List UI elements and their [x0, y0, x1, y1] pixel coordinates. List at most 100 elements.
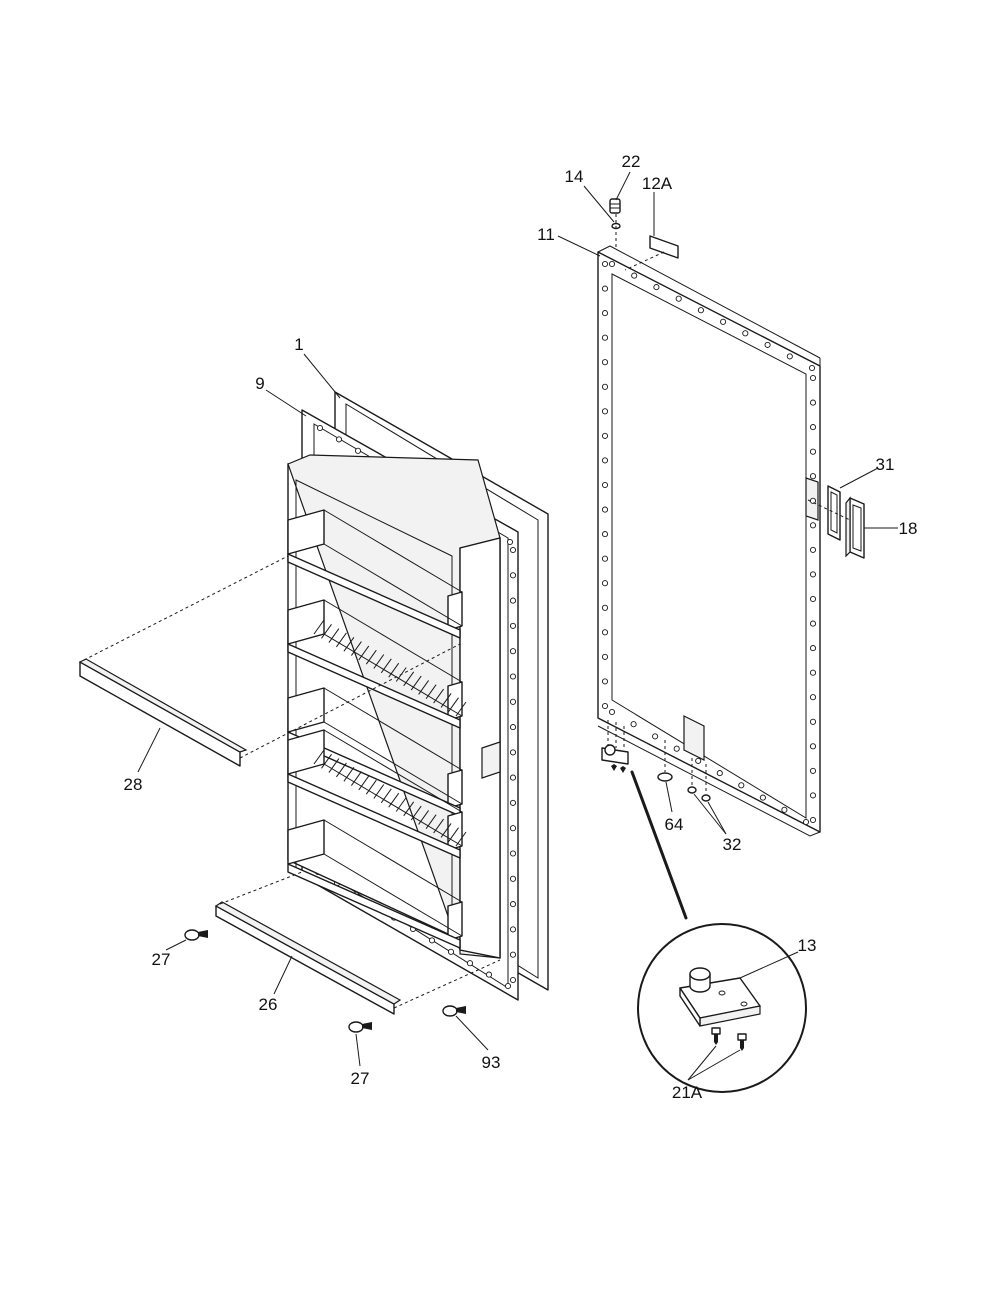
grommet — [657, 740, 673, 782]
door-shelf — [287, 819, 463, 949]
callout-21a: 21A — [672, 1083, 703, 1102]
panel-hole — [601, 702, 609, 710]
liner-hole — [509, 799, 517, 806]
panel-hole — [601, 285, 609, 292]
panel-hole — [601, 604, 609, 611]
door-shelves — [287, 509, 467, 949]
panel-hole — [608, 708, 616, 716]
liner-hole — [509, 875, 517, 882]
panel-hole — [608, 260, 616, 268]
panel-hole — [601, 260, 609, 268]
panel-hole — [781, 806, 788, 813]
panel-hole — [716, 770, 723, 777]
panel-hole — [809, 694, 817, 701]
liner-hole — [506, 538, 514, 546]
panel-hole — [738, 782, 745, 789]
callout-14: 14 — [565, 167, 584, 186]
panel-hole — [601, 432, 609, 439]
liner-hole — [447, 948, 455, 955]
shelf-rail-lower — [214, 871, 501, 1015]
hinge-pin-assembly — [609, 198, 621, 250]
handle-trim — [827, 485, 841, 541]
door-shelf — [287, 729, 467, 859]
screw-93 — [442, 1005, 466, 1017]
panel-hole — [601, 531, 609, 538]
liner-hole — [509, 546, 517, 554]
panel-hole — [673, 745, 680, 752]
liner-hole — [509, 774, 517, 781]
panel-hole — [759, 794, 766, 801]
liner-hole — [485, 971, 493, 978]
liner-hole — [509, 825, 517, 832]
panel-hole — [809, 718, 817, 725]
panel-hole — [809, 767, 817, 774]
shelf-rail-upper — [78, 555, 461, 767]
panel-hole — [601, 555, 609, 562]
liner-hole — [509, 976, 517, 984]
callout-64: 64 — [665, 815, 684, 834]
door-shelf — [287, 509, 463, 639]
door-shelf — [287, 687, 463, 817]
plugs — [687, 758, 711, 802]
panel-hole — [601, 359, 609, 366]
panel-hole — [720, 318, 727, 325]
panel-hole — [742, 330, 749, 337]
panel-hole — [809, 424, 817, 431]
panel-hole — [630, 721, 637, 728]
liner-hole — [428, 937, 436, 944]
callout-28: 28 — [124, 775, 143, 794]
lower-hinge-small — [601, 720, 629, 773]
liner-hole — [504, 982, 512, 990]
panel-hole — [808, 364, 816, 372]
label-plate — [624, 235, 679, 271]
callout-18: 18 — [899, 519, 918, 538]
panel-hole — [675, 295, 682, 302]
panel-hole — [697, 307, 704, 314]
liner-hole — [509, 901, 517, 908]
hinge-detail-view — [630, 770, 807, 1093]
liner-hole — [509, 926, 517, 933]
liner-hole — [509, 749, 517, 756]
callout-31: 31 — [876, 455, 895, 474]
callout-22: 22 — [622, 152, 641, 171]
panel-hole — [631, 272, 638, 279]
outer-door-panel — [597, 245, 821, 837]
liner-hole — [509, 648, 517, 655]
panel-hole — [601, 580, 609, 587]
panel-hole — [809, 497, 817, 504]
panel-hole — [764, 341, 771, 348]
liner-hole — [335, 436, 343, 443]
callout-labels: 22 14 12A 11 1 9 31 18 28 64 32 27 26 93… — [124, 152, 918, 1102]
callout-26: 26 — [259, 995, 278, 1014]
panel-hole — [809, 620, 817, 627]
callout-9: 9 — [255, 374, 264, 393]
panel-hole — [809, 522, 817, 529]
panel-hole — [652, 733, 659, 740]
panel-hole — [809, 792, 817, 799]
panel-hole — [809, 399, 817, 406]
panel-hole — [809, 374, 817, 382]
liner-hole — [509, 572, 517, 579]
liner-hole — [509, 951, 517, 958]
liner-hole — [509, 673, 517, 680]
panel-hole — [786, 353, 793, 360]
panel-hole — [601, 383, 609, 390]
liner-hole — [509, 850, 517, 857]
panel-hole — [809, 448, 817, 455]
panel-hole — [601, 629, 609, 636]
callout-12a: 12A — [642, 174, 673, 193]
panel-hole — [695, 757, 702, 764]
outer-panel-holes — [601, 260, 817, 826]
liner-hole — [354, 447, 362, 454]
panel-hole — [809, 743, 817, 750]
panel-hole — [601, 408, 609, 415]
callout-11: 11 — [537, 225, 555, 244]
panel-hole — [809, 546, 817, 553]
panel-hole — [809, 595, 817, 603]
panel-hole — [601, 481, 609, 489]
door-handle — [807, 496, 865, 559]
callout-93: 93 — [482, 1053, 501, 1072]
panel-hole — [802, 818, 810, 826]
panel-hole — [601, 678, 609, 685]
